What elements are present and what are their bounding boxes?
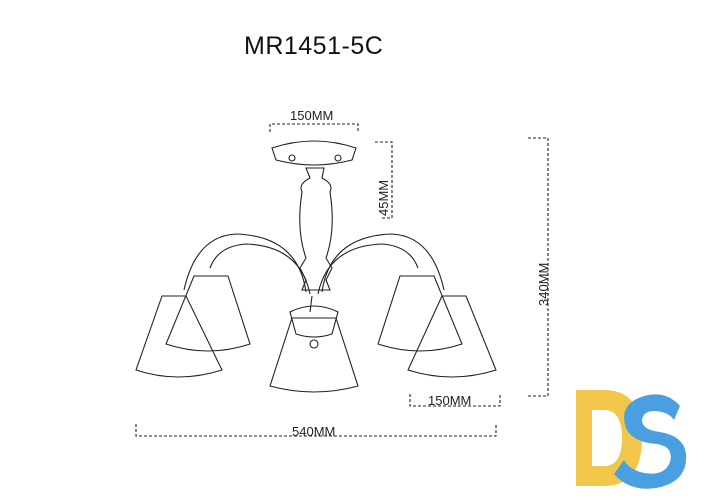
stem-height-label: 45MM — [376, 179, 391, 216]
canopy-screw — [288, 154, 296, 162]
central-stem — [299, 167, 333, 291]
canopy-screw — [334, 154, 342, 162]
lamp-shade-left-front — [165, 275, 251, 352]
lamp-shade-right-back — [407, 295, 497, 378]
central-bowl — [289, 305, 339, 338]
lamp-shade-left-back — [135, 295, 223, 378]
arm — [321, 233, 445, 293]
finial — [309, 339, 319, 349]
shade-width-label: 150MM — [428, 393, 472, 408]
height-dimension-line — [528, 137, 549, 397]
total-height-label: 340MM — [536, 262, 551, 306]
arm — [209, 243, 311, 295]
width-dimension-line — [135, 424, 497, 437]
arm — [309, 295, 313, 313]
canopy-dimension-line — [269, 123, 359, 132]
arm — [317, 243, 419, 295]
shade-dimension-line — [409, 394, 501, 407]
lamp-shade-right-front — [377, 275, 463, 352]
canopy-width-label: 150MM — [290, 108, 334, 123]
canopy — [271, 140, 357, 166]
lamp-shade-center — [269, 317, 359, 393]
logo-letter-s — [614, 394, 687, 489]
model-title: MR1451-5C — [244, 32, 384, 60]
ds-logo — [576, 390, 687, 489]
total-width-label: 540MM — [292, 424, 336, 439]
logo-letter-d-counter — [592, 410, 622, 466]
stem-dimension-line — [375, 141, 393, 219]
arm — [183, 233, 307, 293]
